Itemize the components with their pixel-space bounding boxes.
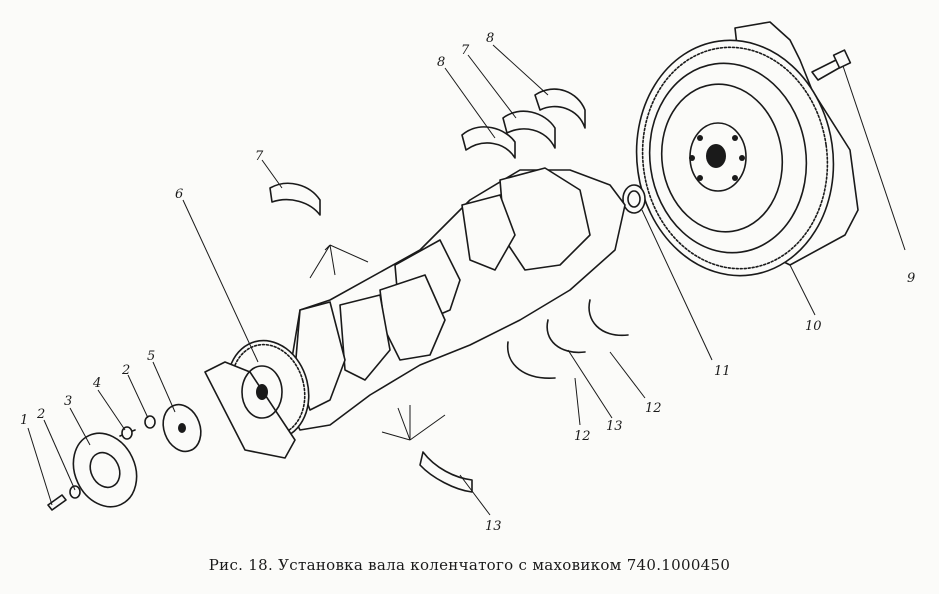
callout-2-second: 2 <box>121 363 130 378</box>
callout-9: 9 <box>907 271 915 286</box>
callout-11: 11 <box>714 364 731 379</box>
flywheel <box>635 21 859 277</box>
callout-2: 2 <box>36 407 45 422</box>
flywheel-bolt <box>811 49 852 81</box>
callout-13: 13 <box>606 419 623 434</box>
callout-12-second: 12 <box>574 429 591 444</box>
upper-bearing-shells <box>269 88 586 216</box>
callout-1: 1 <box>20 413 28 428</box>
callout-6: 6 <box>175 187 183 202</box>
lower-bearing-shells <box>419 299 629 493</box>
callout-13-second: 13 <box>485 519 502 534</box>
callout-8: 8 <box>437 55 445 70</box>
callout-5: 5 <box>147 349 155 364</box>
callout-7: 7 <box>255 149 264 164</box>
callout-4: 4 <box>92 376 101 391</box>
callout-12: 12 <box>645 401 662 416</box>
callout-10: 10 <box>805 319 822 334</box>
leader-lines <box>27 44 906 516</box>
callout-8-second: 8 <box>486 31 494 46</box>
callout-7-second: 7 <box>461 43 470 58</box>
front-parts <box>47 403 202 511</box>
callout-3: 3 <box>64 394 72 409</box>
figure-caption: Рис. 18. Установка вала коленчатого с ма… <box>208 556 731 574</box>
arrow-group-lower <box>381 405 446 441</box>
arrow-group-upper <box>309 244 369 279</box>
crankshaft-gear <box>204 339 310 459</box>
crankshaft <box>284 167 626 431</box>
oil-seal <box>622 184 646 214</box>
